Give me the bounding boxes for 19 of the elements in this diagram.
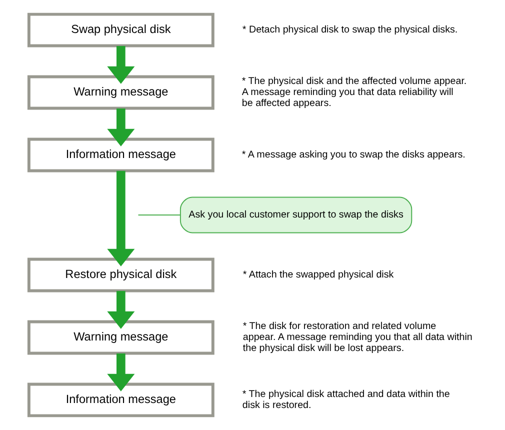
arrow: [106, 353, 134, 392]
node-label: * Attach the swapped physical disk: [242, 269, 394, 280]
node-box: Warning message: [26, 75, 214, 110]
node-box: Warning message: [26, 320, 214, 355]
arrow: [106, 290, 134, 329]
node-box: Ask you local customer support to swap the disks: [179, 196, 412, 234]
node-label: * The physical disk attached and data within the disk is restored.: [242, 389, 450, 411]
connector: [137, 214, 180, 216]
node-box: Information message: [26, 138, 214, 172]
node-box: Information message: [26, 382, 214, 418]
arrow: [106, 46, 134, 84]
node-label: * A message asking you to swap the disks appears.: [241, 149, 465, 160]
node-box: Restore physical disk: [26, 258, 214, 292]
arrow: [106, 170, 134, 266]
node-label: * The physical disk and the affected volume appear. A message reminding you that data reliability will be affected appears.: [241, 76, 466, 109]
node-label: * The disk for restoration and related volume appear. A message reminding you that all data within the physical disk will be lost appears.: [242, 321, 472, 354]
node-box: Swap physical disk: [26, 12, 214, 48]
arrow: [106, 108, 134, 146]
node-label: * Detach physical disk to swap the physical disks.: [242, 24, 458, 36]
